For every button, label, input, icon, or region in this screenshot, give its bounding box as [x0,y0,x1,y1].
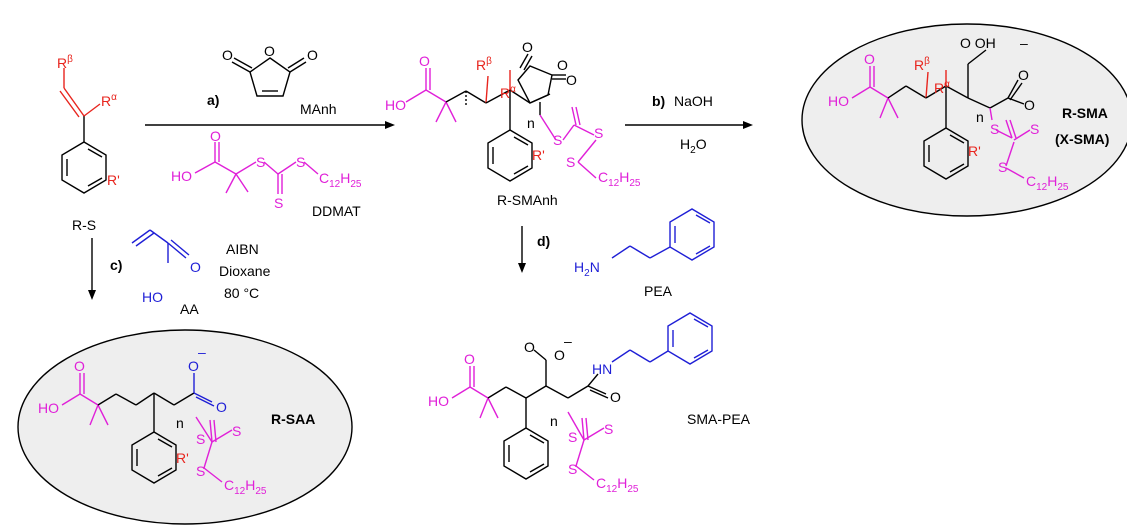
reaction-a-label: a) [207,92,219,108]
rsma-s2: S [1030,121,1039,137]
condition-temperature: 80 °C [224,285,259,301]
smapea-hn: HN [592,361,612,377]
rsma-benzene-ring [923,127,969,180]
rsmanh-ho: HO [385,97,406,113]
rsma-o-minus: O [1018,67,1029,83]
rsaa-r-prime: R' [176,450,189,466]
aa-o: O [190,259,201,275]
ddmat-name: DDMAT [312,203,361,219]
rsma-name-alt: (X-SMA) [1055,131,1109,147]
rsaa-o: O [74,358,85,374]
ddmat-o: O [210,128,221,144]
rsmanh-benzene-ring [487,129,533,182]
rsma-ho: HO [828,93,849,109]
rsma-o-carb: O [1024,97,1035,113]
rsaa-name: R-SAA [271,411,315,427]
rsma-chain: C12H25 [1026,173,1069,193]
manh-o-ring: O [264,43,275,59]
rsmanh-n: n [527,115,535,131]
rsma-minus: – [1020,35,1028,51]
rs-r-prime: R' [107,172,120,188]
smapea-o-left: O [524,339,535,355]
manh-name: MAnh [300,101,337,117]
rsma-n: n [976,109,984,125]
rsaa-chain: C12H25 [224,477,267,497]
rsmanh-r-beta: Rβ [476,56,492,73]
rsmanh-s2: S [594,125,603,141]
rsaa-ho: HO [38,400,59,416]
rsma-r-alpha: Rα [934,79,950,96]
pea-h2n: H2N [574,259,600,279]
rsmanh-o-ring2: O [557,57,568,73]
ddmat-chain: C12H25 [319,170,362,190]
rsma-s1: S [990,121,999,137]
rsmanh-s3: S [566,154,575,170]
manh-o-left: O [222,47,233,63]
rsmanh-s1: S [553,132,562,148]
rsaa-n: n [176,415,184,431]
smapea-ho: HO [428,393,449,409]
smapea-benzene-ring [503,427,549,480]
ddmat-s2: S [274,195,283,211]
rsaa-s1: S [196,431,205,447]
smapea-chain: C12H25 [596,475,639,495]
compound-rsma: HO O Rβ Rα O OH – O O n R' S S S C12H25 … [801,23,1127,217]
rsma-s3: S [998,159,1007,175]
smapea-s2: S [604,421,613,437]
compound-rs: Rβ Rα R' R-S [57,54,120,233]
rsmanh-r-alpha: Rα [500,84,516,101]
smapea-o-minus: O [554,347,565,363]
rsaa-s3: S [196,463,205,479]
rsmanh-chain: C12H25 [598,169,641,189]
manh-o-right: O [307,47,318,63]
compound-smapea: HO O O O – HN O n S S S C12H25 SMA-PEA [428,312,751,495]
rsmanh-o-ring3: O [566,72,577,88]
reaction-d-label: d) [537,233,550,249]
aa-ho: HO [142,289,163,305]
rsaa-o-blue: O [216,399,227,415]
compound-aa: HO O AA [131,229,201,317]
condition-initiator: AIBN [226,241,259,257]
rsma-r-beta: Rβ [914,56,930,73]
rsaa-s2: S [232,423,241,439]
condition-solvent: Dioxane [219,263,271,279]
rsmanh-r-prime: R' [532,147,545,163]
rs-benzene-ring [61,141,107,194]
aa-name: AA [180,301,199,317]
smapea-o: O [464,351,475,367]
smapea-o-amide: O [610,389,621,405]
pea-name: PEA [644,283,673,299]
smapea-s1: S [568,429,577,445]
smapea-s3: S [568,461,577,477]
rs-name: R-S [72,217,96,233]
reaction-b-solvent: H2O [680,136,707,156]
ddmat-ho: HO [171,168,192,184]
smapea-n: n [550,413,558,429]
compound-rsmanh: HO O O O O Rβ Rα n R' S S S C12H25 R-SMA… [385,39,641,208]
rsma-o: O [864,51,875,67]
compound-rsaa: HO O O – O n R' S S S C12H25 R-SAA [17,329,353,525]
ddmat-s3: S [296,154,305,170]
reaction-c-label: c) [110,257,122,273]
rsmanh-o: O [419,53,430,69]
rsmanh-name: R-SMAnh [497,192,558,208]
ddmat-s1: S [256,154,265,170]
reaction-b-reagent: NaOH [674,93,713,109]
rs-r-alpha: Rα [101,92,117,109]
rsaa-o-minus: O [188,358,199,374]
rsma-r-prime: R' [968,143,981,159]
smapea-name: SMA-PEA [687,411,751,427]
rsmanh-o-ring1: O [522,39,533,55]
compound-manh: O O O MAnh [222,43,337,117]
rsaa-benzene-ring [131,431,177,484]
rsaa-minus: – [198,344,206,360]
reaction-b-label: b) [652,93,665,109]
compound-pea: H2N PEA [574,208,715,299]
rs-r-beta: Rβ [57,54,73,71]
rsma-oh: O OH [960,35,996,51]
smapea-minus: – [564,333,572,349]
rsma-name: R-SMA [1062,105,1108,121]
compound-ddmat: HO O S S S C12H25 DDMAT [171,128,362,219]
